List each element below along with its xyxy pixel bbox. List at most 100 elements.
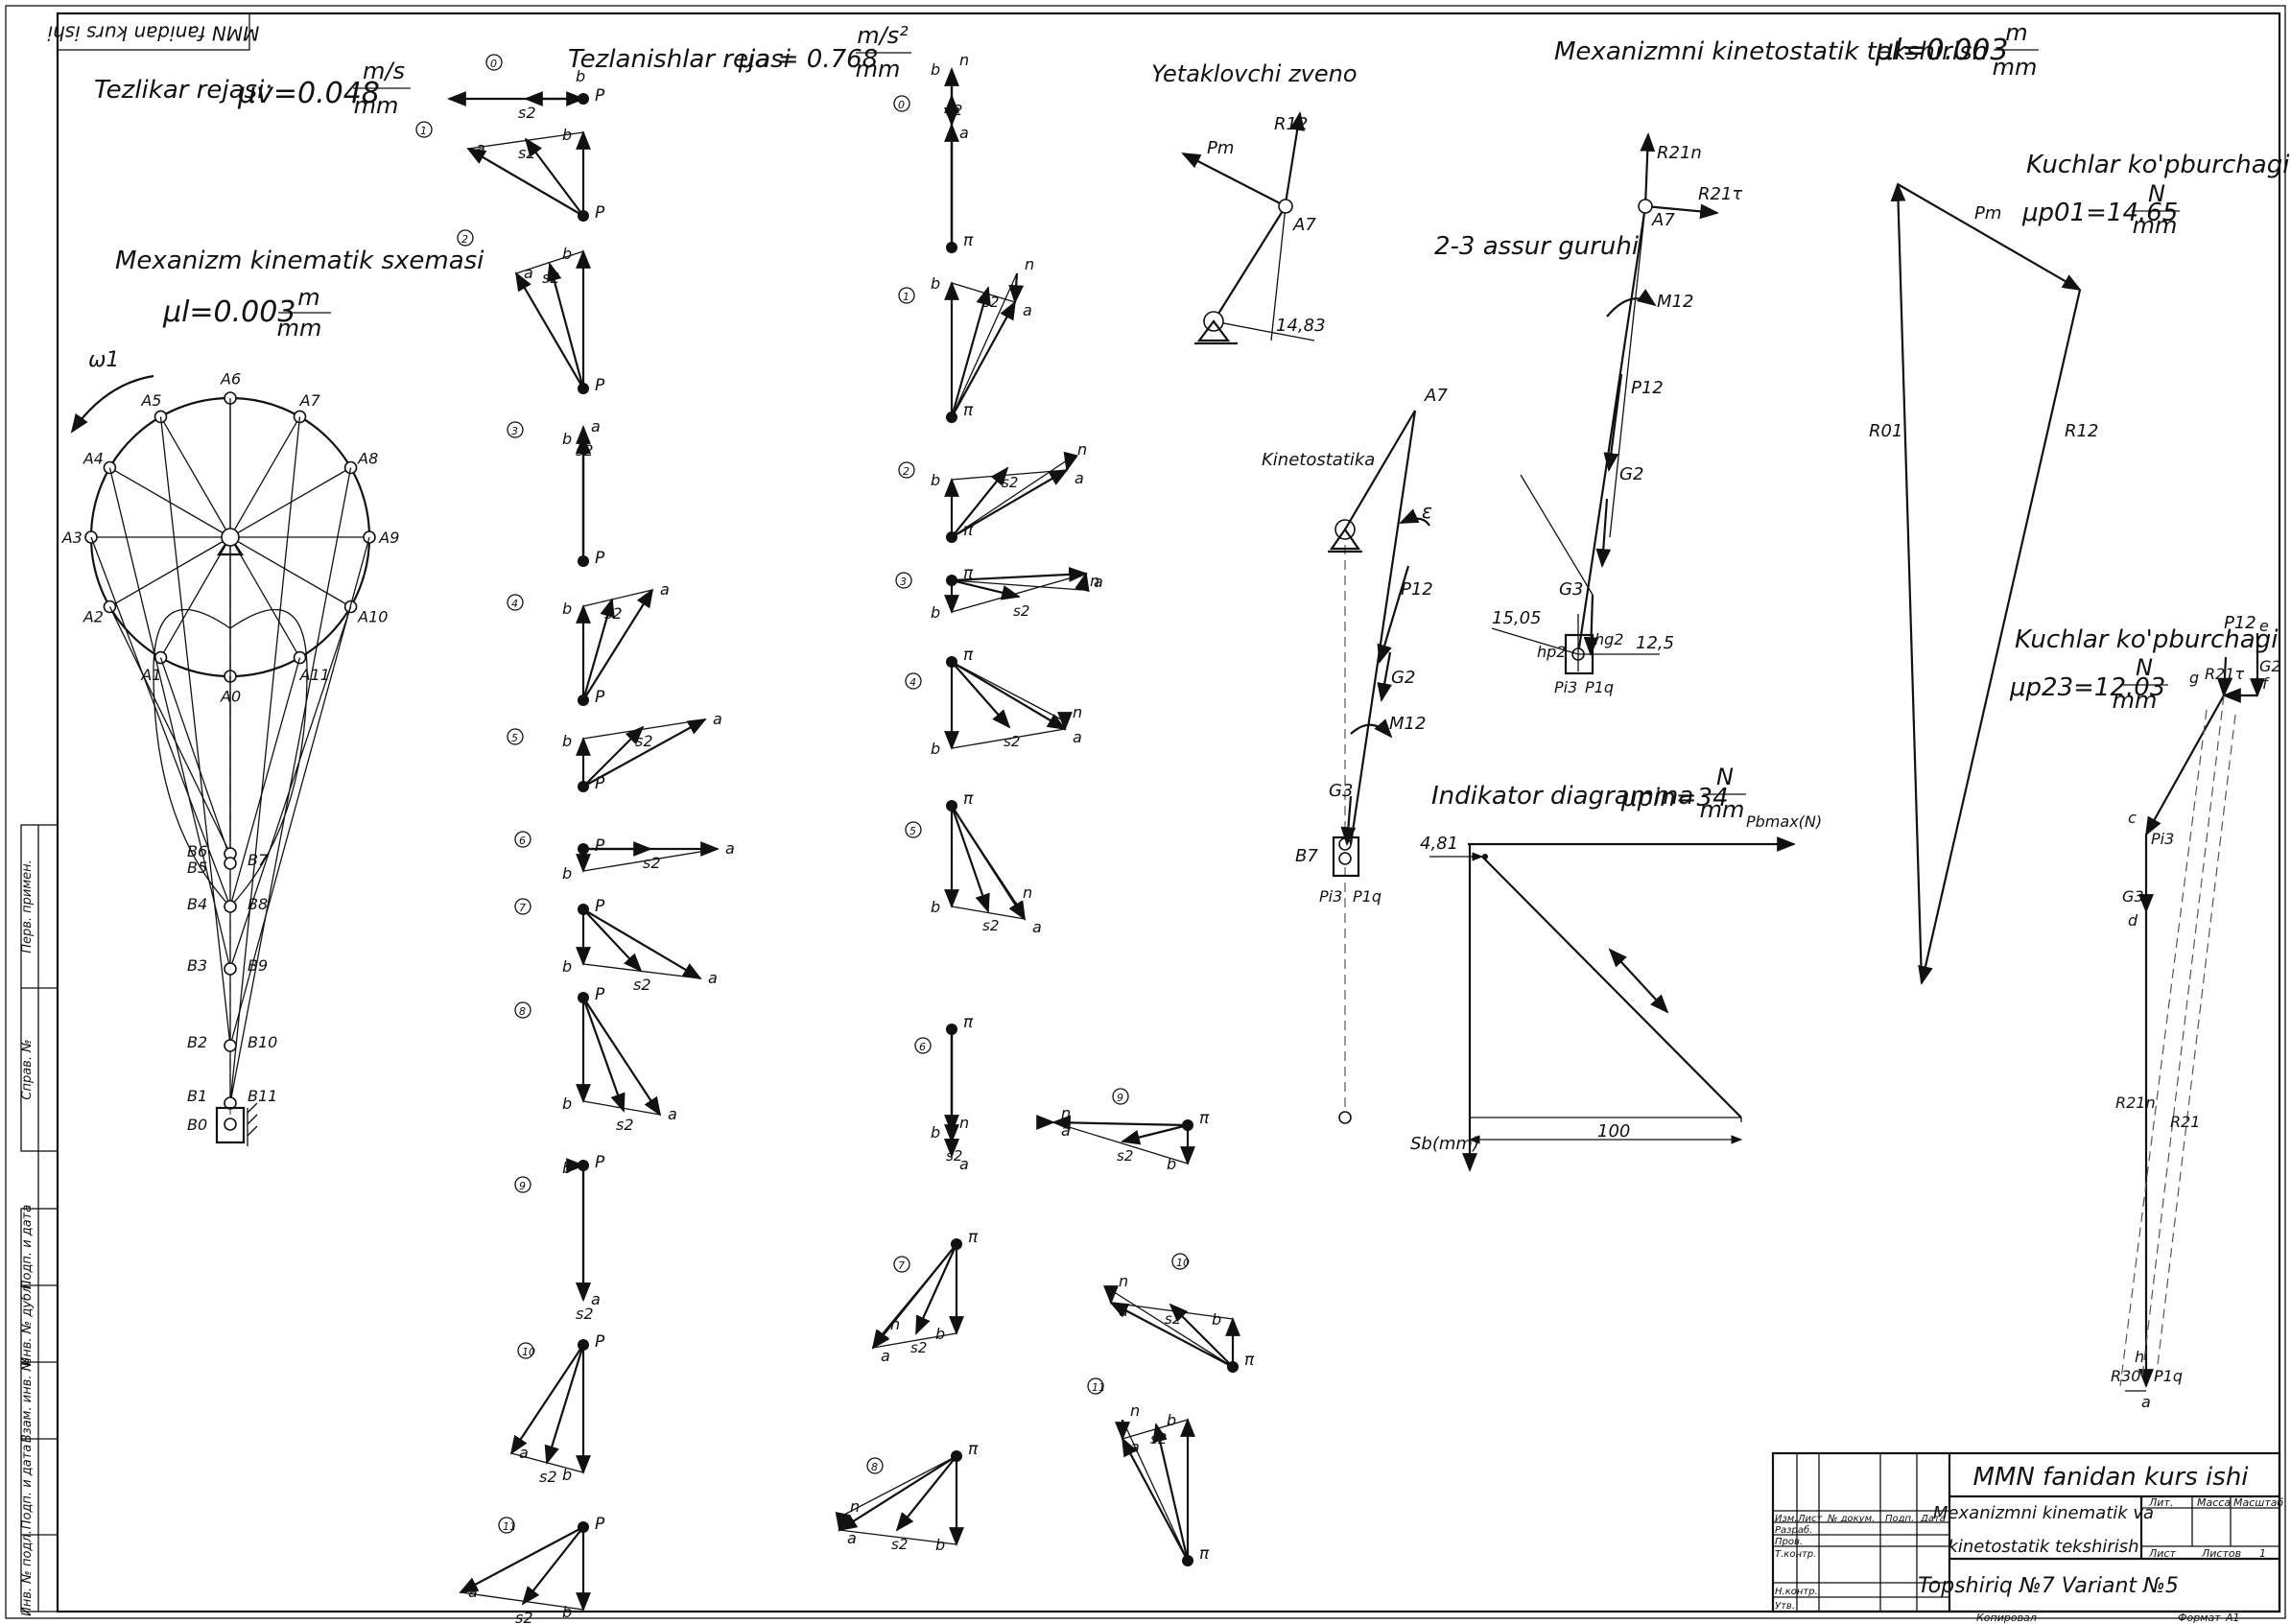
side-label-5: Взам. инв. №	[20, 1358, 35, 1443]
velocity-a-label: a	[708, 969, 718, 987]
kineto-g3: G3	[1329, 781, 1353, 801]
velocity-b-label: b	[562, 864, 572, 883]
plan-number: 3	[900, 576, 907, 588]
tb-sheets: Листов	[2201, 1547, 2241, 1560]
acceleration-plans: Tezlanishlar rejasi μa = 0.768 m/s² mm 0…	[568, 22, 1255, 1566]
accel-b-label: b	[931, 274, 940, 293]
indicator-title: Indikator diagramma	[1431, 782, 1693, 811]
plan-number: 11	[503, 1520, 516, 1533]
assur-p12: P12	[1631, 378, 1664, 398]
velocity-p-label: P	[595, 1332, 605, 1352]
scheme-mu: μl=0.003	[162, 295, 295, 329]
accel-a-label: a	[1094, 573, 1103, 591]
accel-pi-label: π	[963, 231, 974, 250]
velocity-b-label: b	[562, 732, 572, 750]
assur-m12: M12	[1657, 292, 1693, 312]
indicator-diagram: Indikator diagramma μpin=34 N mm Pbmax(N…	[1410, 764, 1822, 1172]
accel-b-label: b	[1167, 1411, 1176, 1429]
velocity-b-label: b	[562, 430, 572, 448]
plan-number: 4	[909, 676, 916, 689]
accel-title: Tezlanishlar rejasi	[568, 45, 791, 74]
velocity-b-label: b	[562, 1603, 572, 1621]
accel-n-label: n	[1119, 1272, 1128, 1290]
velocity-b-label: b	[562, 1466, 572, 1484]
velocity-p-label: P	[595, 1153, 605, 1172]
tb-format: Формат	[2178, 1612, 2221, 1624]
slider-label-b8: B8	[248, 895, 268, 913]
check-unit-den: mm	[1993, 54, 2038, 81]
accel-b-label: b	[931, 471, 940, 489]
velocity-s2-label: s2	[633, 976, 651, 994]
assur-hg2: hg2	[1594, 630, 1623, 648]
velocity-b-label: b	[576, 67, 585, 85]
stamp-text: MMN fanidan kurs ishi	[47, 22, 259, 45]
assur-title: 2-3 assur guruhi	[1434, 232, 1640, 261]
velocity-s2-label: s2	[643, 854, 661, 872]
slider-label-b0: B0	[187, 1116, 207, 1134]
velocity-p-label: P	[595, 688, 605, 707]
polygon2-a: a	[2141, 1393, 2151, 1411]
velocity-s2-label: s2	[635, 732, 653, 750]
plan-number: 0	[898, 99, 905, 111]
accel-unit-den: mm	[856, 56, 901, 82]
accel-n-label: n	[1090, 572, 1099, 590]
driving-a7: A7	[1292, 215, 1316, 235]
polygon2-mu: μp23=12.03	[2009, 673, 2165, 702]
tb-role-4: Н.контр.	[1775, 1587, 1818, 1597]
indicator-offset: 4,81	[1420, 834, 1458, 854]
indicator-sb: Sb(mm)	[1410, 1134, 1479, 1154]
slider-label-b4: B4	[187, 895, 207, 913]
plan-number: 5	[511, 732, 518, 744]
accel-a-label: a	[881, 1347, 890, 1365]
accel-pi-label: π	[963, 1013, 974, 1032]
polygon2-r21t: R21τ	[2205, 665, 2244, 683]
velocity-p-label: P	[595, 836, 605, 856]
velocity-s2-label: s2	[518, 144, 536, 162]
accel-a-label: a	[959, 124, 969, 142]
polygon2-g: g	[2189, 669, 2199, 687]
velocity-b-label: b	[562, 600, 572, 618]
velocity-p-label: P	[595, 376, 605, 395]
plan-number: 6	[919, 1041, 926, 1053]
polygon2-p12: P12	[2224, 613, 2256, 633]
plan-number: 9	[519, 1180, 526, 1192]
plan-number: 2	[461, 233, 468, 246]
assur-d2: 12,5	[1636, 633, 1674, 653]
tb-header-3: № докум.	[1827, 1514, 1875, 1524]
accel-s2-label: s2	[891, 1536, 908, 1553]
side-stamp: Перв. примен. Справ. № Подп. и дата Инв.…	[20, 824, 59, 1616]
velocity-s2-label: s2	[518, 104, 536, 122]
crank-label-a4: A4	[83, 449, 104, 467]
scheme-title: Mexanizm kinematik sxemasi	[115, 247, 484, 275]
force-polygon-2: Kuchlar ko'pburchagi μp23=12.03 N mm P12…	[2009, 613, 2281, 1411]
polygon2-r21: R21	[2170, 1113, 2200, 1131]
scheme-unit-num: m	[297, 284, 319, 311]
tb-role-5: Утв.	[1775, 1601, 1795, 1612]
accel-a-label: a	[847, 1529, 857, 1547]
plan-number: 4	[511, 598, 518, 610]
assur-a7: A7	[1651, 210, 1675, 230]
tb-lit: Лит.	[2148, 1496, 2173, 1509]
kineto-b7: B7	[1295, 846, 1318, 866]
velocity-a-label: a	[591, 417, 601, 435]
accel-pi-label: π	[963, 789, 974, 809]
crank-label-a3: A3	[61, 529, 83, 547]
polygon2-g3: G3	[2122, 887, 2144, 906]
check-header: Mexanizmni kinetostatik tekshirish μl=0.…	[1554, 19, 2039, 81]
velocity-unit-den: mm	[354, 92, 399, 119]
accel-b-label: b	[931, 1123, 940, 1142]
side-label-4: Инв. № дубл.	[20, 1282, 35, 1367]
accel-s2-label: s2	[1150, 1430, 1167, 1447]
plan-number: 10	[1176, 1257, 1190, 1269]
